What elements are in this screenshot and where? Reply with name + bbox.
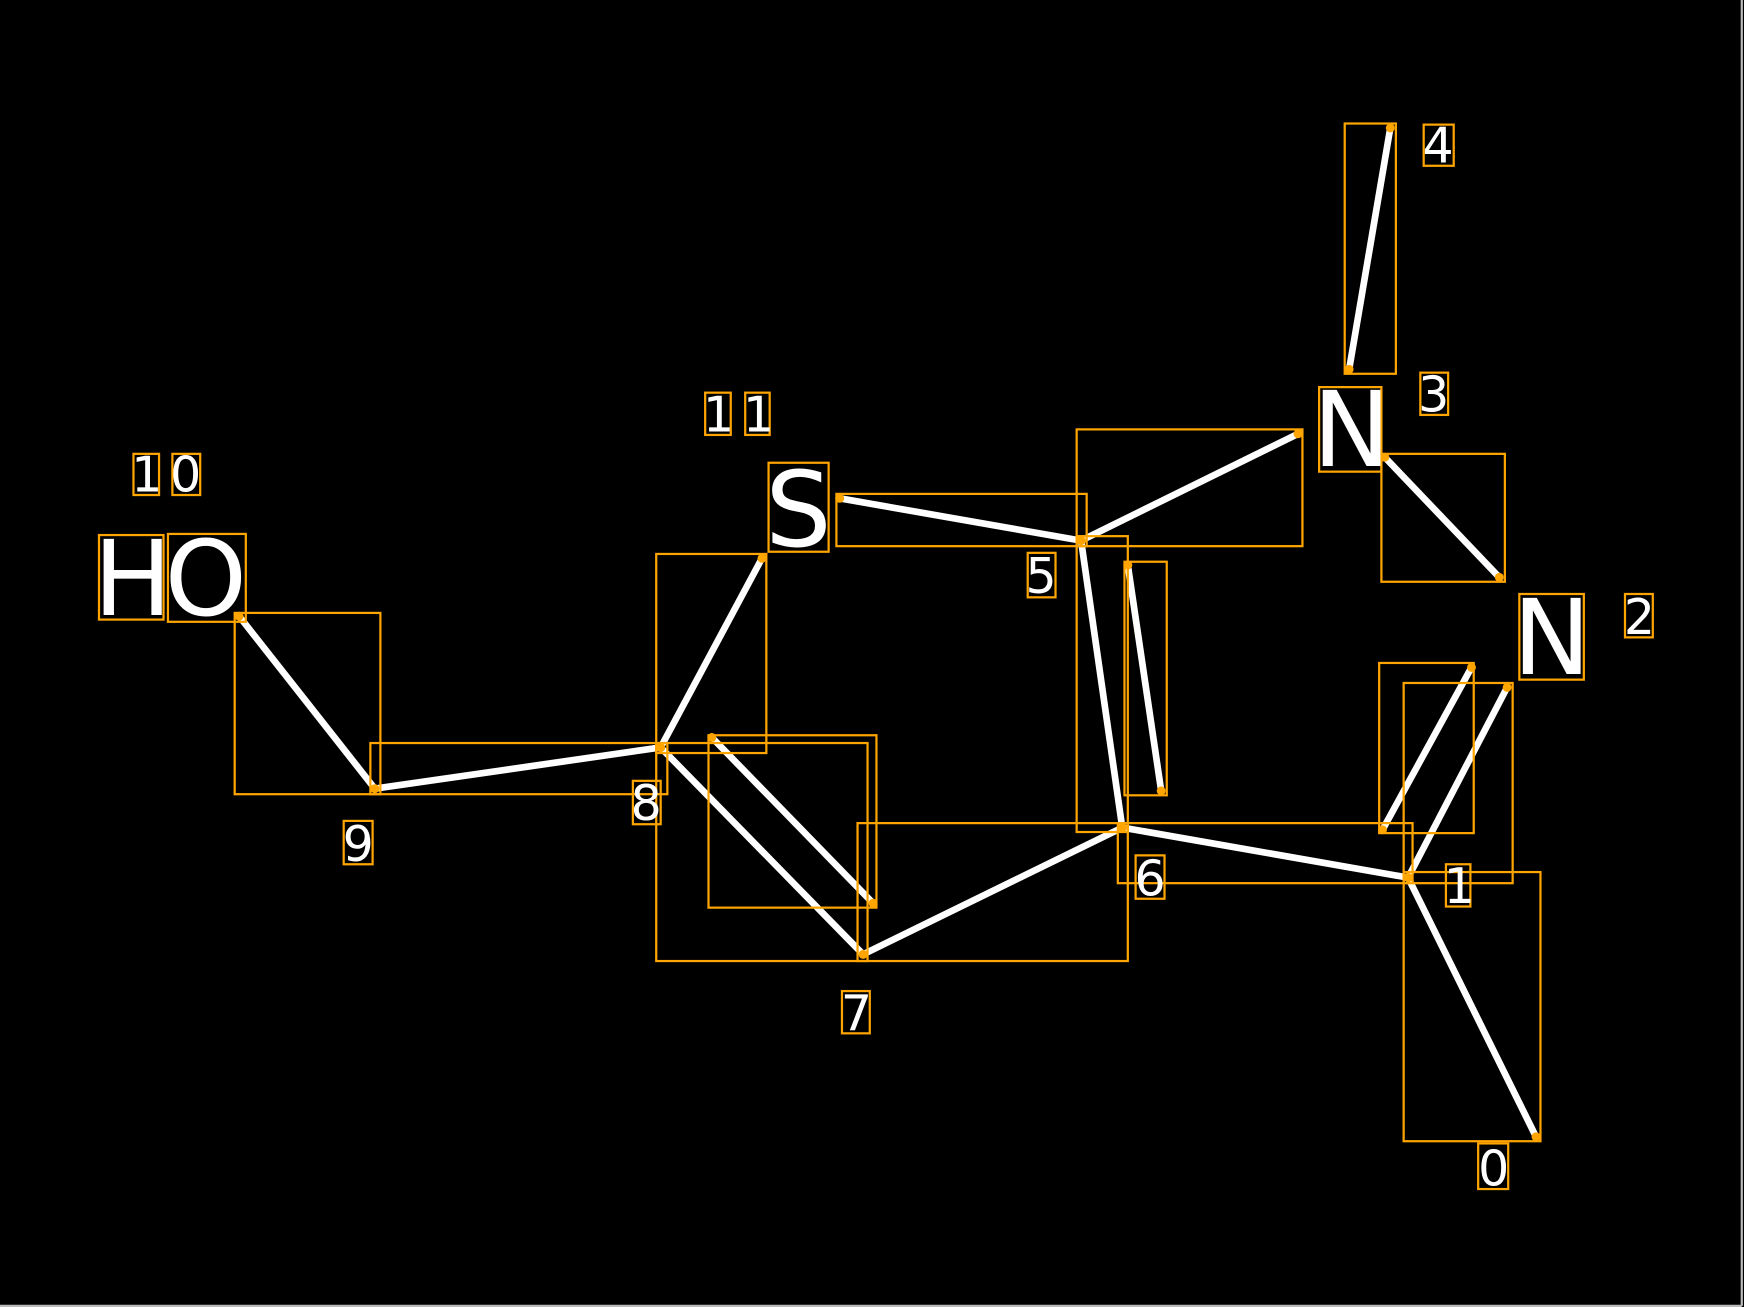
bounding-box bbox=[631, 779, 662, 826]
bounding-box bbox=[132, 452, 161, 497]
bounding-box bbox=[1477, 1142, 1510, 1191]
bounding-box bbox=[1075, 428, 1304, 548]
bond-endpoint bbox=[1344, 364, 1354, 374]
atom-index-11-digit-1b: 1 bbox=[743, 387, 774, 444]
bounding-box bbox=[1444, 863, 1472, 908]
atom-index-11-digit-1: 1 bbox=[703, 387, 734, 444]
bond-endpoint bbox=[1494, 572, 1504, 582]
bond-line bbox=[859, 824, 1126, 958]
bounding-box bbox=[655, 741, 869, 963]
bounding-box bbox=[1116, 822, 1414, 885]
bounding-box bbox=[1402, 681, 1514, 885]
bond-endpoint bbox=[1502, 682, 1512, 692]
bounding-box bbox=[97, 533, 165, 621]
bounding-box bbox=[1380, 452, 1506, 583]
bond-endpoint bbox=[656, 743, 666, 752]
bond-line bbox=[1077, 430, 1302, 544]
bounding-box bbox=[1343, 122, 1397, 375]
atom-index-10-digit-0: 0 bbox=[170, 447, 201, 504]
atom-o: O bbox=[165, 518, 247, 640]
bond-endpoint bbox=[370, 784, 380, 794]
bounding-box bbox=[1422, 123, 1455, 167]
bounding-box bbox=[1378, 661, 1475, 835]
atom-n-2: N bbox=[1513, 577, 1591, 699]
bounding-box bbox=[704, 391, 732, 437]
atom-index-8: 8 bbox=[631, 775, 662, 832]
bounding-boxes bbox=[97, 122, 1654, 1191]
bond-line bbox=[708, 734, 877, 907]
atom-index-9: 9 bbox=[343, 816, 374, 873]
bond-endpoint bbox=[1531, 1132, 1541, 1142]
bounding-box bbox=[369, 741, 669, 796]
bond-line bbox=[1404, 874, 1540, 1141]
bond-endpoint bbox=[1403, 873, 1413, 883]
bounding-box bbox=[1518, 592, 1585, 681]
bond-line bbox=[235, 612, 379, 792]
bond-endpoint bbox=[1385, 123, 1395, 133]
atom-index-2: 2 bbox=[1624, 589, 1655, 646]
bounding-box bbox=[707, 734, 878, 909]
bond-line bbox=[1404, 684, 1511, 881]
bounding-box bbox=[835, 492, 1088, 548]
bond-line bbox=[1077, 537, 1126, 831]
bond-endpoint bbox=[757, 553, 767, 563]
bounding-box bbox=[1419, 371, 1450, 417]
bounding-box bbox=[1623, 592, 1654, 639]
bond-line bbox=[371, 744, 665, 792]
bounding-box bbox=[1026, 551, 1057, 599]
bond-endpoint bbox=[1076, 536, 1086, 546]
atom-h: H bbox=[93, 518, 172, 640]
bond-line bbox=[1379, 664, 1475, 834]
bounding-box bbox=[1318, 386, 1383, 473]
bounding-box bbox=[856, 822, 1129, 963]
bounding-box bbox=[767, 461, 830, 553]
bond-endpoint bbox=[1117, 823, 1127, 833]
bounding-box bbox=[171, 452, 202, 497]
bounding-box bbox=[233, 611, 382, 796]
bounding-box bbox=[342, 819, 374, 866]
bond-line bbox=[836, 495, 1085, 544]
atom-index-10-digit-1: 1 bbox=[131, 447, 162, 504]
atom-index-3: 3 bbox=[1418, 367, 1449, 424]
bounding-box bbox=[166, 532, 247, 623]
bounding-box bbox=[1123, 560, 1168, 797]
bond-endpoint bbox=[1156, 786, 1166, 796]
bond-endpoint bbox=[1293, 429, 1303, 439]
bond-line bbox=[1345, 124, 1394, 373]
bounding-box bbox=[1075, 535, 1129, 834]
bonds bbox=[234, 123, 1541, 1142]
bounding-box bbox=[1134, 854, 1166, 900]
bond-endpoint bbox=[858, 949, 868, 959]
bond-line bbox=[657, 744, 867, 958]
atom-index-0: 0 bbox=[1478, 1141, 1509, 1198]
atom-s: S bbox=[765, 449, 831, 571]
bounding-box bbox=[1402, 870, 1542, 1143]
bond-line bbox=[1381, 453, 1503, 581]
atom-index-5: 5 bbox=[1025, 548, 1056, 605]
bond-line bbox=[1124, 561, 1165, 795]
atom-index-1: 1 bbox=[1444, 858, 1475, 915]
bond-line bbox=[657, 555, 766, 751]
bounding-box bbox=[840, 989, 871, 1035]
bounding-box bbox=[744, 391, 771, 437]
bounding-box bbox=[655, 552, 768, 755]
atom-index-4: 4 bbox=[1423, 117, 1454, 174]
atom-n-3: N bbox=[1312, 369, 1390, 491]
atom-index-6: 6 bbox=[1134, 850, 1165, 907]
atom-index-7: 7 bbox=[841, 985, 872, 1042]
bond-line bbox=[1118, 824, 1412, 881]
